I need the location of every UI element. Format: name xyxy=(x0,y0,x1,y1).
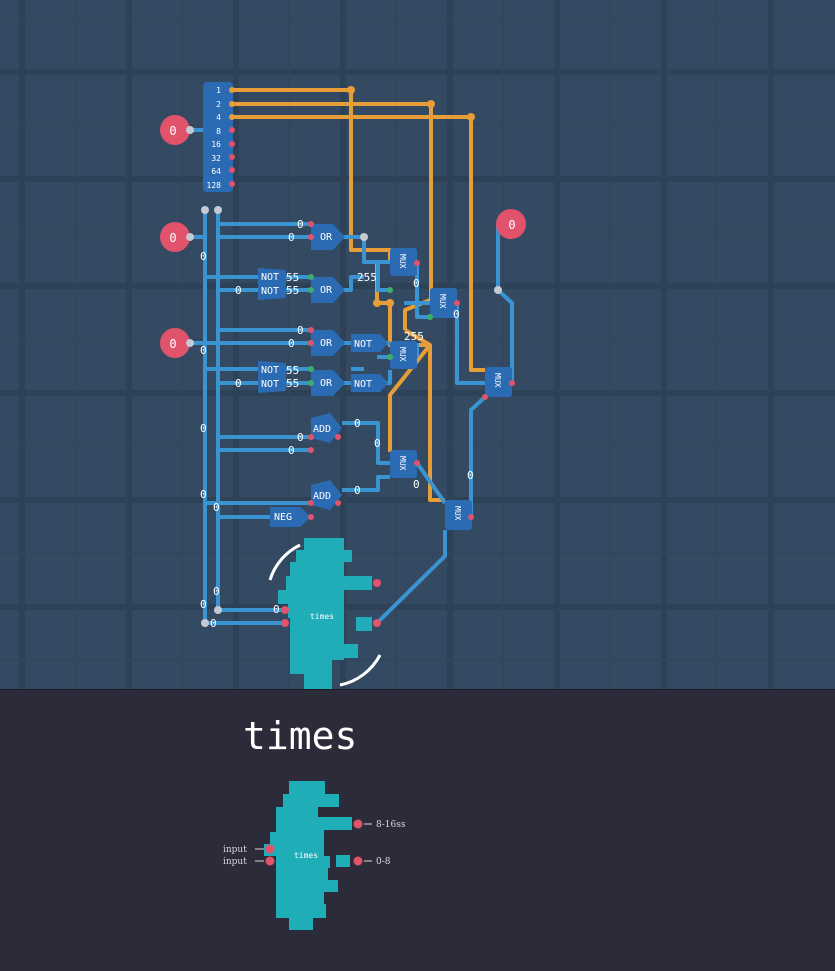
or-gate[interactable]: OR xyxy=(311,330,345,356)
svg-text:55: 55 xyxy=(286,284,299,297)
svg-text:64: 64 xyxy=(211,167,221,176)
panel-divider xyxy=(0,689,835,690)
svg-text:times: times xyxy=(310,612,334,621)
svg-text:55: 55 xyxy=(286,377,299,390)
input-node-1[interactable]: 0 xyxy=(160,115,194,145)
mux-1[interactable]: MUX xyxy=(390,248,417,276)
svg-text:NOT: NOT xyxy=(354,379,372,390)
svg-text:55: 55 xyxy=(286,271,299,284)
svg-text:0: 0 xyxy=(213,501,220,514)
svg-text:4: 4 xyxy=(216,113,221,122)
svg-text:16: 16 xyxy=(211,140,221,149)
svg-text:NOT: NOT xyxy=(261,286,279,297)
svg-text:0: 0 xyxy=(288,444,295,457)
mux-6[interactable]: MUX xyxy=(445,500,472,530)
svg-text:0: 0 xyxy=(413,277,420,290)
not-gate[interactable]: NOT xyxy=(258,268,286,286)
svg-text:MUX: MUX xyxy=(398,254,407,269)
svg-text:128: 128 xyxy=(207,181,222,190)
svg-text:0: 0 xyxy=(200,344,207,357)
not-gate[interactable]: NOT xyxy=(351,334,388,352)
svg-text:NOT: NOT xyxy=(354,339,372,350)
svg-text:0: 0 xyxy=(297,324,304,337)
svg-text:0: 0 xyxy=(200,250,207,263)
not-gate[interactable]: NOT xyxy=(351,374,388,392)
svg-text:0: 0 xyxy=(235,377,242,390)
mux-2[interactable]: MUX xyxy=(430,288,457,318)
svg-text:0: 0 xyxy=(200,598,207,611)
svg-text:0: 0 xyxy=(169,337,176,351)
svg-text:0: 0 xyxy=(508,218,515,232)
svg-text:OR: OR xyxy=(320,285,333,296)
svg-text:OR: OR xyxy=(320,378,333,389)
output-node[interactable]: 0 xyxy=(496,209,526,239)
svg-text:0: 0 xyxy=(354,417,361,430)
neg-gate[interactable]: NEG xyxy=(270,507,311,527)
svg-text:MUX: MUX xyxy=(493,373,502,388)
svg-text:NOT: NOT xyxy=(261,379,279,390)
svg-text:0: 0 xyxy=(297,218,304,231)
svg-text:MUX: MUX xyxy=(398,456,407,471)
svg-text:OR: OR xyxy=(320,338,333,349)
circuit-diagram[interactable]: 1 2 4 8 16 32 64 128 0 0 0 xyxy=(0,0,835,689)
add-gate[interactable]: ADD xyxy=(311,413,342,443)
mux-5[interactable]: MUX xyxy=(390,450,417,478)
not-gate[interactable]: NOT xyxy=(258,361,286,379)
svg-text:32: 32 xyxy=(211,154,221,163)
svg-text:0: 0 xyxy=(374,437,381,450)
svg-text:0: 0 xyxy=(354,484,361,497)
svg-text:2: 2 xyxy=(216,100,221,109)
svg-text:0: 0 xyxy=(453,308,460,321)
add-gate[interactable]: ADD xyxy=(311,480,342,510)
svg-text:0: 0 xyxy=(210,617,217,630)
svg-text:0: 0 xyxy=(235,284,242,297)
svg-text:0: 0 xyxy=(288,337,295,350)
component-preview-panel xyxy=(0,690,835,971)
times-chip[interactable]: times xyxy=(268,538,382,689)
svg-text:1: 1 xyxy=(216,86,221,95)
svg-text:NOT: NOT xyxy=(261,272,279,283)
input-node-3[interactable]: 0 xyxy=(160,328,194,358)
svg-text:0: 0 xyxy=(467,469,474,482)
svg-text:0: 0 xyxy=(200,422,207,435)
circuit-canvas[interactable]: 1 2 4 8 16 32 64 128 0 0 0 xyxy=(0,0,835,689)
svg-text:255: 255 xyxy=(357,271,377,284)
mux-4[interactable]: MUX xyxy=(485,367,512,397)
wire-value-labels: 0 0 0 0 0 0 0 0 0 0 0 0 0 0 0 0 0 0 0 0 … xyxy=(200,218,474,630)
not-gate[interactable]: NOT xyxy=(258,375,286,393)
svg-text:MUX: MUX xyxy=(453,506,462,521)
input-node-2[interactable]: 0 xyxy=(160,222,194,252)
svg-text:ADD: ADD xyxy=(313,424,331,435)
or-gate[interactable]: OR xyxy=(311,224,345,250)
junction-pins[interactable] xyxy=(201,86,502,627)
svg-text:0: 0 xyxy=(200,488,207,501)
mux-3[interactable]: MUX xyxy=(390,341,417,369)
svg-text:8: 8 xyxy=(216,127,221,136)
svg-text:MUX: MUX xyxy=(438,294,447,309)
svg-text:0: 0 xyxy=(213,585,220,598)
svg-text:0: 0 xyxy=(413,478,420,491)
byte-splitter[interactable]: 1 2 4 8 16 32 64 128 xyxy=(203,82,235,192)
svg-text:NEG: NEG xyxy=(274,512,292,523)
not-gate[interactable]: NOT xyxy=(258,282,286,300)
svg-text:0: 0 xyxy=(169,124,176,138)
or-gate[interactable]: OR xyxy=(311,370,345,396)
svg-text:0: 0 xyxy=(169,231,176,245)
svg-text:OR: OR xyxy=(320,232,333,243)
svg-text:55: 55 xyxy=(286,364,299,377)
svg-text:0: 0 xyxy=(288,231,295,244)
svg-text:0: 0 xyxy=(297,431,304,444)
or-gate[interactable]: OR xyxy=(311,277,345,303)
svg-text:NOT: NOT xyxy=(261,365,279,376)
preview-title: times xyxy=(243,714,358,758)
svg-text:255: 255 xyxy=(404,330,424,343)
svg-text:ADD: ADD xyxy=(313,491,331,502)
svg-text:MUX: MUX xyxy=(398,347,407,362)
svg-text:0: 0 xyxy=(273,603,280,616)
